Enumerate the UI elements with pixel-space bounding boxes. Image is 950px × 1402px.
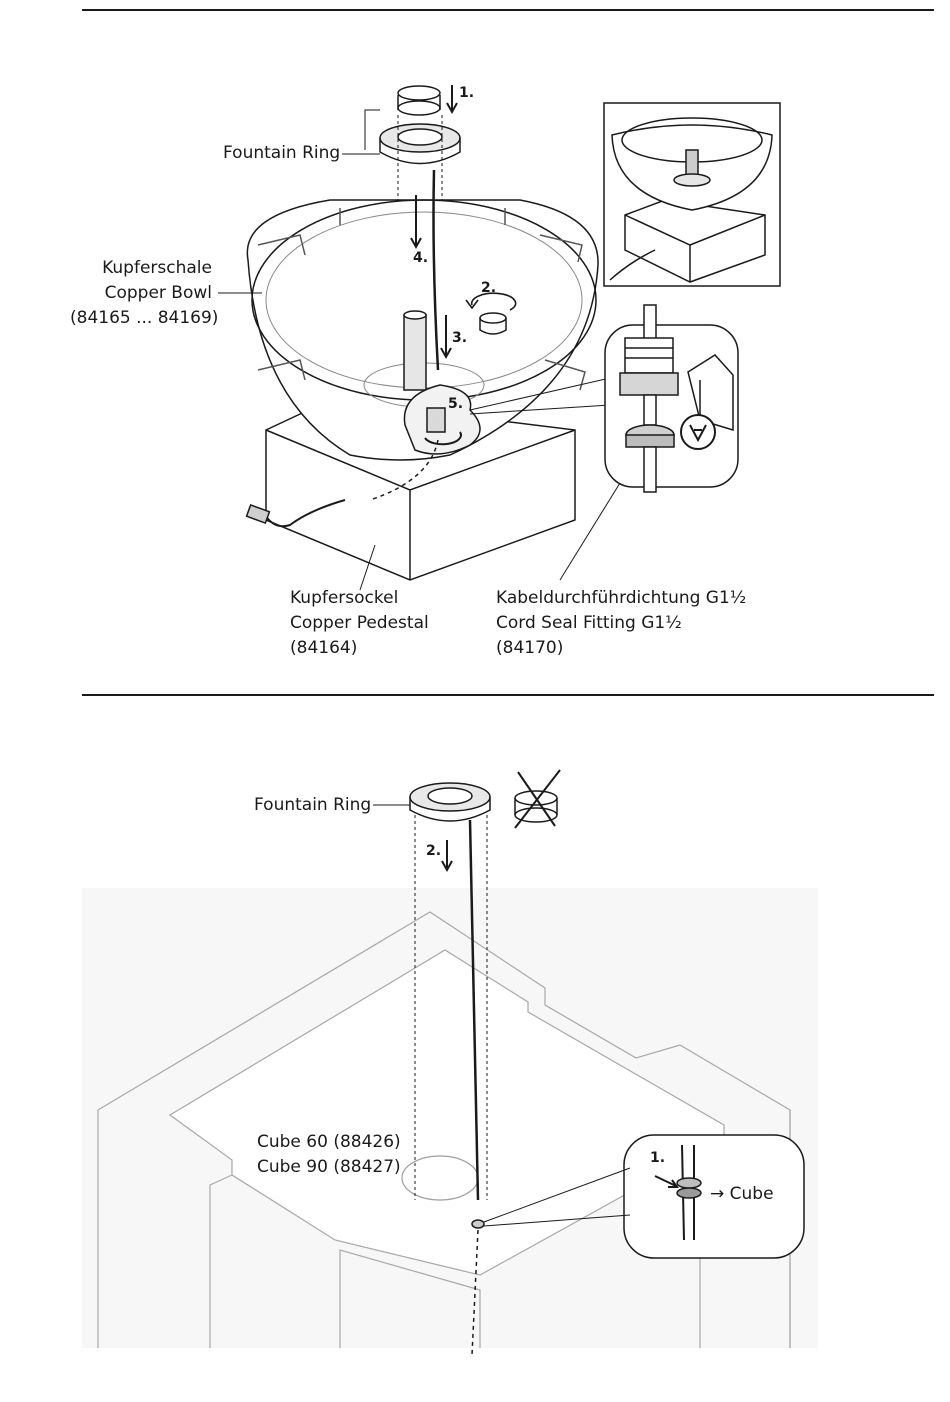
- copper-pedestal-label: Kupfersockel Copper Pedestal (84164): [290, 586, 429, 661]
- copper-bowl-label-line-1: Kupferschale: [70, 256, 212, 281]
- manual-read-icon: [681, 415, 715, 449]
- copper-pedestal-label-line-3: (84164): [290, 636, 429, 661]
- copper-bowl-label: Kupferschale Copper Bowl (84165 ... 8416…: [70, 256, 212, 331]
- copper-pedestal-label-line-1: Kupfersockel: [290, 586, 429, 611]
- crossed-out-insert-icon: [515, 770, 560, 828]
- copper-bowl-label-line-2: Copper Bowl: [70, 281, 212, 306]
- cord-seal-label: Kabeldurchführdichtung G1½ Cord Seal Fit…: [496, 586, 746, 661]
- step-5-top: 5.: [448, 396, 463, 412]
- assembled-inset: [604, 103, 780, 286]
- step-1-top: 1.: [459, 85, 474, 101]
- copper-bowl-label-line-3: (84165 ... 84169): [70, 306, 212, 331]
- drain-plug: [480, 313, 506, 323]
- step-3-top: 3.: [452, 330, 467, 346]
- copper-pedestal-label-line-2: Copper Pedestal: [290, 611, 429, 636]
- cube-direction-label: → Cube: [710, 1182, 774, 1207]
- step-2-bottom: 2.: [426, 843, 441, 859]
- cord-seal-label-line-3: (84170): [496, 636, 746, 661]
- fountain-ring-label-bottom: Fountain Ring: [254, 793, 371, 818]
- cube-label: Cube 60 (88426) Cube 90 (88427): [257, 1130, 401, 1180]
- fountain-ring-label-top: Fountain Ring: [223, 141, 340, 166]
- step-4-top: 4.: [413, 250, 428, 266]
- step-1-bottom: 1.: [650, 1150, 665, 1166]
- cord-seal-label-line-2: Cord Seal Fitting G1½: [496, 611, 746, 636]
- cube-label-line-1: Cube 60 (88426): [257, 1130, 401, 1155]
- standpipe: [404, 311, 426, 390]
- step-2-top: 2.: [481, 280, 496, 296]
- cube-planter: [82, 888, 818, 1348]
- cord-seal-detail: [605, 305, 738, 492]
- fountain-ring-bottom: [410, 783, 490, 1355]
- copper-bowl-assembly-illustration: [0, 0, 950, 700]
- cube-label-line-2: Cube 90 (88427): [257, 1155, 401, 1180]
- cord-seal-label-line-1: Kabeldurchführdichtung G1½: [496, 586, 746, 611]
